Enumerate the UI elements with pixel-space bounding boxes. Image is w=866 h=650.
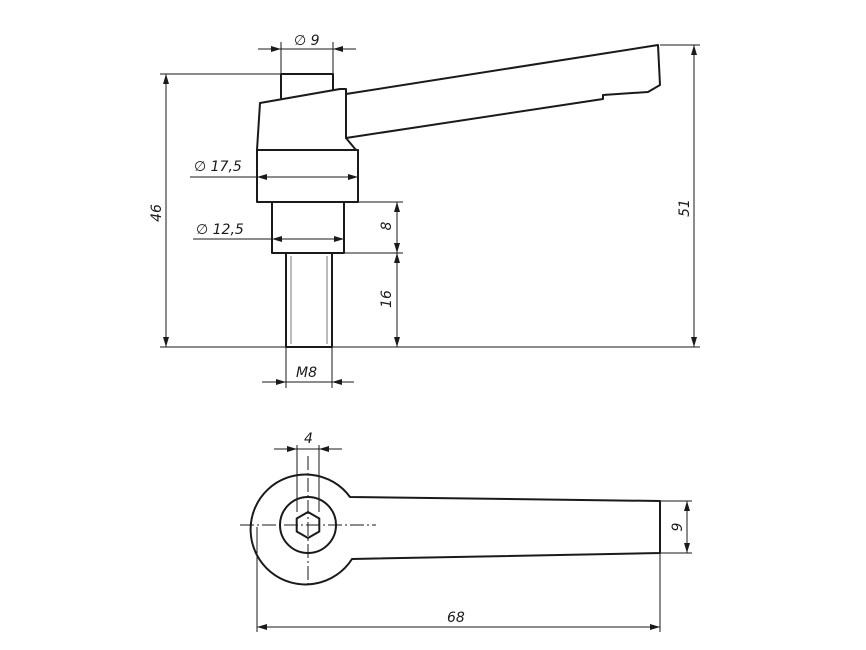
front-view	[256, 44, 661, 348]
dim-lever-width: 9	[670, 522, 686, 531]
dim-top-diameter: ∅ 9	[294, 33, 320, 49]
dim-height-left: 46	[149, 204, 165, 222]
top-view	[240, 456, 661, 586]
hub-and-lever	[249, 473, 661, 586]
front-dimensions: ∅ 9 ∅ 17,5 ∅ 12,5 46 51 8 16	[149, 33, 700, 388]
collar	[256, 149, 359, 203]
dim-hex-size: 4	[304, 431, 313, 447]
dim-height-right: 51	[677, 199, 693, 217]
top-dimensions: 4 9 68	[256, 431, 692, 632]
dim-overall-length: 68	[447, 610, 465, 626]
lever-arm	[345, 44, 661, 139]
head-body	[256, 88, 357, 151]
threaded-stud	[285, 252, 333, 348]
dim-thread: M8	[296, 365, 317, 381]
hex-socket	[295, 511, 321, 539]
top-cap	[280, 73, 334, 99]
dim-neck-height: 8	[379, 221, 395, 230]
dim-collar-diameter: ∅ 17,5	[194, 159, 242, 175]
neck	[271, 201, 345, 254]
dim-neck-diameter: ∅ 12,5	[196, 222, 244, 238]
dim-thread-length: 16	[379, 290, 395, 308]
